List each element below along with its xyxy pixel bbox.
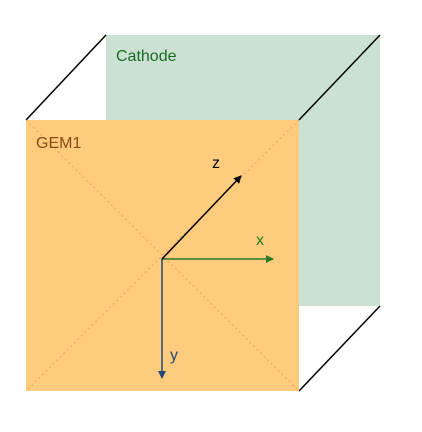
cube-edge-bottom-right [298, 305, 381, 392]
y-axis-label: y [170, 347, 178, 364]
cathode-label: Cathode [116, 48, 177, 65]
gem1-diagonal-anti [25, 119, 300, 392]
gem1-diagonal-main [25, 119, 300, 392]
gem1-label: GEM1 [36, 135, 81, 152]
z-axis-label: z [212, 155, 220, 172]
z-axis-arrow [161, 175, 242, 260]
x-axis-label: x [256, 232, 264, 249]
cube-edge-top-right [298, 34, 381, 121]
cube-edge-top-left [25, 34, 107, 121]
